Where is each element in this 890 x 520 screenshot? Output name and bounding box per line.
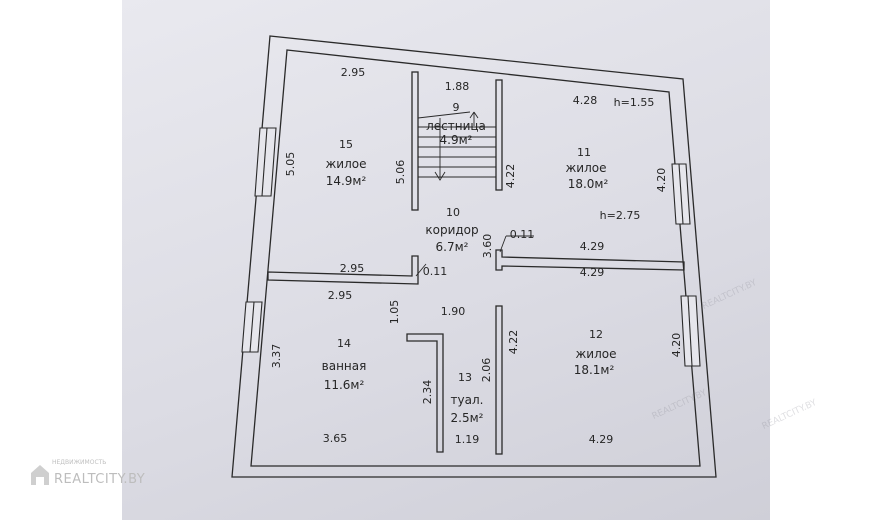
room-12-area: 18.1м² xyxy=(574,363,615,377)
room-10-name: коридор xyxy=(425,223,478,237)
room-11-number: 11 xyxy=(577,146,591,159)
room-15-number: 15 xyxy=(339,138,353,151)
dim-0-11-left: 0.11 xyxy=(423,265,448,278)
plan-paper xyxy=(122,0,770,520)
logo-text: REALTCITY.BY xyxy=(54,471,146,487)
room-13-area: 2.5м² xyxy=(451,411,484,425)
dim-4-29-a: 4.29 xyxy=(580,240,605,253)
room-9-area: 4.9м² xyxy=(440,133,473,147)
dimension-labels: 2.95 1.88 4.28 h=1.55 h=2.75 0.11 4.29 4… xyxy=(270,66,683,446)
dim-5-06: 5.06 xyxy=(394,160,407,185)
dim-4-29-bottom: 4.29 xyxy=(589,433,614,446)
dim-2-34: 2.34 xyxy=(421,380,434,405)
room-15-name: жилое xyxy=(325,157,366,171)
dim-3-65: 3.65 xyxy=(323,432,348,445)
dim-4-29-b: 4.29 xyxy=(580,266,605,279)
room-12-number: 12 xyxy=(589,328,603,341)
dim-2-95-mid-a: 2.95 xyxy=(340,262,365,275)
room-12-name: жилое xyxy=(575,347,616,361)
dim-4-22-upper: 4.22 xyxy=(504,164,517,189)
logo-tagline: НЕДВИЖИМОСТЬ xyxy=(52,459,107,466)
dim-3-60: 3.60 xyxy=(481,234,494,259)
room-10-number: 10 xyxy=(446,206,460,219)
dim-0-11-right: 0.11 xyxy=(510,228,535,241)
room-14-number: 14 xyxy=(337,337,351,350)
room-9-number: 9 xyxy=(453,101,460,114)
room-labels: 15 жилое 14.9м² 9 лестница 4.9м² 11 жило… xyxy=(322,101,617,425)
room-11-area: 18.0м² xyxy=(568,177,609,191)
stairs xyxy=(417,111,496,181)
dim-2-06: 2.06 xyxy=(480,358,493,383)
dim-4-20-lower: 4.20 xyxy=(670,333,683,358)
leader-lines xyxy=(415,235,534,277)
dim-1-88: 1.88 xyxy=(445,80,470,93)
house-icon xyxy=(31,465,49,485)
dim-4-20-upper: 4.20 xyxy=(655,168,668,193)
room-13-name: туал. xyxy=(451,393,484,407)
dim-h-1-55: h=1.55 xyxy=(614,96,655,109)
interior-walls xyxy=(267,71,685,455)
windows xyxy=(241,127,701,367)
dim-4-22-lower: 4.22 xyxy=(507,330,520,355)
realtcity-logo: НЕДВИЖИМОСТЬ REALTCITY.BY xyxy=(30,459,145,491)
dim-1-05: 1.05 xyxy=(388,300,401,325)
dim-2-95-top: 2.95 xyxy=(341,66,366,79)
dim-1-90: 1.90 xyxy=(441,305,466,318)
dim-5-05: 5.05 xyxy=(284,152,297,177)
dim-1-19: 1.19 xyxy=(455,433,480,446)
room-11-name: жилое xyxy=(565,161,606,175)
dim-2-95-mid-b: 2.95 xyxy=(328,289,353,302)
dim-3-37: 3.37 xyxy=(270,344,283,369)
room-14-area: 11.6м² xyxy=(324,378,365,392)
dim-4-28: 4.28 xyxy=(573,94,598,107)
dim-h-2-75: h=2.75 xyxy=(600,209,641,222)
room-14-name: ванная xyxy=(322,359,367,373)
room-13-number: 13 xyxy=(458,371,472,384)
room-10-area: 6.7м² xyxy=(436,240,469,254)
room-15-area: 14.9м² xyxy=(326,174,367,188)
room-9-name: лестница xyxy=(426,119,486,133)
